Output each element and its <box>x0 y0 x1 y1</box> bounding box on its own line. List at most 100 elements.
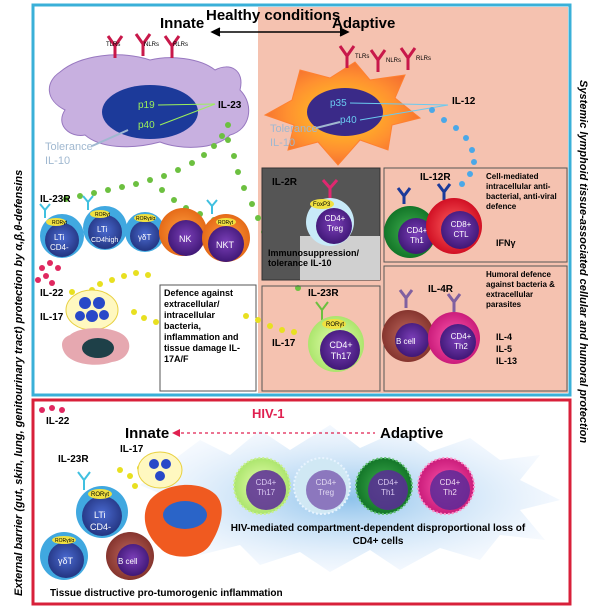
il12-label: IL-12 <box>452 96 476 107</box>
bcell-inner <box>395 323 429 357</box>
p40-label-left: p40 <box>138 120 155 131</box>
bottom-il23r-label: IL-23R <box>58 454 89 465</box>
th17-il23r-label: IL-23R <box>308 288 339 299</box>
bottom-il17-label: IL-17 <box>120 444 144 455</box>
th1-caption: Cell-mediated intracellular anti-bacteri… <box>486 172 557 211</box>
th2-caption: Humoral defence against bacteria & extra… <box>486 270 555 309</box>
treg-cell-label: CD4+ Treg <box>324 214 346 233</box>
lti-cd4high-marker: RORγt <box>95 212 111 218</box>
il10-left: IL-10 <box>45 155 70 167</box>
th1-cell-label: CD4+ Th1 <box>406 226 428 245</box>
depleted-th1: CD4+ Th1 <box>355 457 413 515</box>
ifn-label: IFNγ <box>496 238 516 248</box>
lti-cd4high-cell: RORγt LTi CD4high <box>82 195 127 250</box>
adaptive-nucleus <box>307 88 383 136</box>
bottom-innate: Innate <box>125 425 169 442</box>
th1-receptor <box>396 187 412 204</box>
condition-title: Healthy conditions <box>206 7 340 24</box>
il4r-label: IL-4R <box>428 284 454 295</box>
ctl-receptor <box>436 183 452 200</box>
nk-cell: NK <box>159 208 207 256</box>
bottom-gdt-name: γδT <box>58 556 74 566</box>
nlr-label-left: NLRs <box>144 42 159 48</box>
innate-nucleus <box>102 85 198 139</box>
bcell-receptor <box>398 289 414 308</box>
il10-right: IL-10 <box>270 137 295 149</box>
bottom-gdt-cell: RORγt/α γδT <box>40 532 88 580</box>
treg-receptor <box>321 179 339 198</box>
lti-cd4neg-cell: RORγt LTi CD4- <box>39 203 84 258</box>
defence-caption: Defence against extracellular/ intracell… <box>164 288 241 364</box>
left-side-label: External barrier (gut, skin, lung, genit… <box>13 170 25 596</box>
il12r-label: IL-12R <box>420 172 451 183</box>
gamma-delta-t-cell: RORγt/α γδT <box>125 212 165 252</box>
bacteria-cluster <box>65 289 119 331</box>
p35-label: p35 <box>330 98 347 109</box>
foxp3-badge <box>310 199 334 209</box>
tlr-label-left: TLRs <box>106 42 120 48</box>
bottom-il22-label: IL-22 <box>46 416 70 427</box>
th17-cell-label: CD4+ Th17 <box>329 340 353 361</box>
bottom-il22-dots <box>39 405 65 413</box>
th1-cell-inner <box>398 218 434 254</box>
bottom-bacteria <box>137 451 183 489</box>
bottom-lti-name2: CD4- <box>90 522 111 532</box>
rlr-label-left: RLRs <box>173 42 188 48</box>
gdt-name: γδT <box>138 233 151 242</box>
il17-dots-right <box>243 313 297 335</box>
tolerance-left: Tolerance <box>45 141 93 153</box>
th2-receptor <box>446 293 462 312</box>
bottom-tissue-nucleus <box>163 501 207 529</box>
nkt-cell: RORγt NKT <box>202 199 250 262</box>
nkt-marker: RORγt <box>218 220 234 226</box>
hiv-label: HIV-1 <box>252 406 285 421</box>
foxp3-label: FoxP3 <box>313 202 331 208</box>
il17-label: IL-17 <box>40 312 64 323</box>
bottom-bcell: B cell <box>106 532 154 580</box>
tolerance-line-left <box>91 129 129 147</box>
depleted-th1-label: CD4+ Th1 <box>377 478 399 497</box>
bottom-gdt-marker: RORγt/α <box>55 538 74 544</box>
il23-label: IL-23 <box>218 100 242 111</box>
depleted-th17: CD4+ Th17 <box>233 457 291 515</box>
th17-receptor <box>315 301 329 320</box>
rlr-label-right: RLRs <box>416 56 431 62</box>
lti-cd4neg-name2: CD4- <box>50 243 69 252</box>
receptors-right <box>338 45 417 72</box>
bottom-lti-name: LTi <box>94 510 106 520</box>
il23r-label: IL-23R <box>40 194 71 205</box>
th1-box <box>383 167 568 263</box>
depleted-th17-label: CD4+ Th17 <box>255 478 277 497</box>
p19-line <box>157 103 216 106</box>
depleted-treg-label: CD4+ Treg <box>315 478 337 497</box>
il12-dots <box>429 107 477 187</box>
right-side-label: Systemic lymphoid tissue-associated cell… <box>577 80 589 443</box>
depleted-th2: CD4+ Th2 <box>417 457 475 515</box>
p35-line <box>349 102 449 106</box>
adaptive-title: Adaptive <box>332 15 395 32</box>
treg-cell-inner <box>316 208 352 244</box>
lti-cd4high-name: LTi <box>97 225 107 234</box>
il22-dots <box>35 260 61 286</box>
bottom-footer: Tissue distructive pro-tumorogenic infla… <box>50 588 283 599</box>
gdt-marker: RORγt/α <box>136 216 155 222</box>
th17-marker: RORγt <box>326 322 344 328</box>
p40-label-right: p40 <box>340 115 357 126</box>
depleted-treg: CD4+ Treg <box>293 457 351 515</box>
bottom-lti-cell: RORγt LTi CD4- <box>76 471 128 538</box>
il2r-label: IL-2R <box>272 177 298 188</box>
bidirectional-arrow <box>210 27 350 37</box>
bottom-bcell-name: B cell <box>118 557 138 566</box>
th17-marker-badge <box>322 319 346 329</box>
defence-box <box>159 284 257 392</box>
p19-label: p19 <box>138 100 155 111</box>
tolerance-right: Tolerance <box>270 123 318 135</box>
nkt-name: NKT <box>216 240 235 250</box>
th17-cell-inner <box>320 330 360 370</box>
receptors-left <box>106 33 181 58</box>
ctl-cell-inner <box>441 211 479 249</box>
bottom-adaptive: Adaptive <box>380 425 443 442</box>
loss-caption: HIV-mediated compartment-dependent dispr… <box>230 523 526 547</box>
bottom-lti-marker: RORγt <box>91 492 109 498</box>
